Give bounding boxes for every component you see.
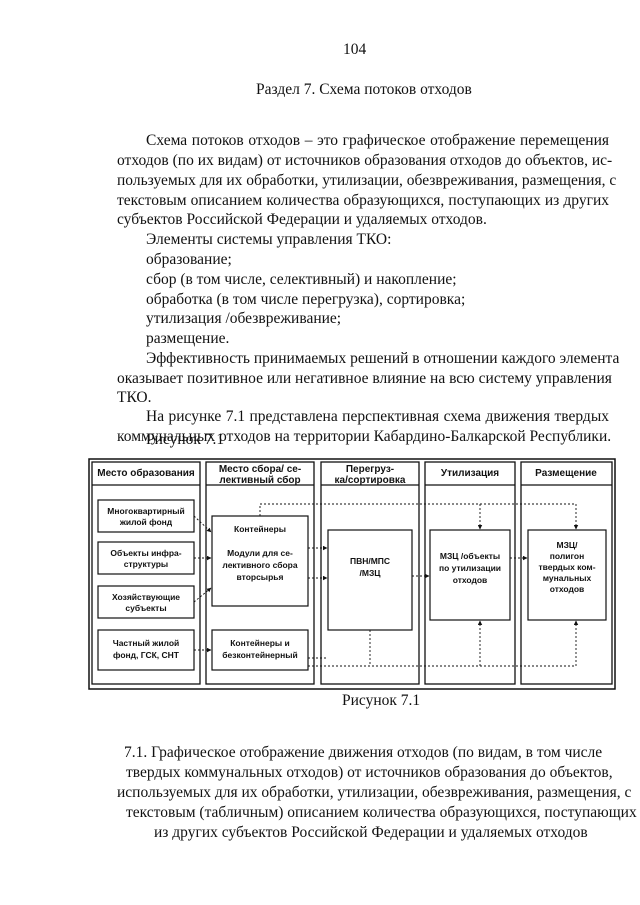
- subsection-line: из других субъектов Российской Федерации…: [154, 824, 588, 841]
- svg-text:по утилизации: по утилизации: [439, 563, 501, 573]
- svg-text:полигон: полигон: [550, 551, 585, 561]
- column-frame: [91, 461, 201, 685]
- svg-text:Модули для се-: Модули для се-: [227, 548, 293, 558]
- column-header: Размещение: [535, 468, 597, 479]
- svg-text:Контейнеры и: Контейнеры и: [230, 638, 290, 648]
- svg-text:отходов: отходов: [453, 575, 488, 585]
- column-frame: [424, 461, 516, 685]
- intro-line: отходов (по их видам) от источников обра…: [117, 152, 613, 169]
- figure-label: Рисунок 7.1: [146, 431, 225, 448]
- intro-line: текстовым описанием количества образующи…: [117, 192, 609, 209]
- diagram-frame: [88, 458, 616, 690]
- subsection-line: используемых для их обработки, утилизаци…: [117, 784, 632, 801]
- svg-text:/МЗЦ: /МЗЦ: [360, 568, 382, 578]
- figure-intro-line: На рисунке 7.1 представлена перспективна…: [146, 408, 609, 425]
- column-frame: [320, 461, 420, 685]
- utilization-box: [429, 529, 511, 621]
- effect-line: Эффективность принимаемых решений в отно…: [146, 350, 620, 367]
- subsection-line: текстовым (табличным) описанием количест…: [126, 804, 637, 821]
- svg-text:структуры: структуры: [124, 559, 168, 569]
- element-item: сбор (в том числе, селективный) и накопл…: [146, 271, 457, 288]
- svg-text:фонд, ГСК, СНТ: фонд, ГСК, СНТ: [113, 650, 180, 660]
- page-number: 104: [343, 41, 367, 58]
- svg-text:ПВН/МПС: ПВН/МПС: [350, 556, 390, 566]
- svg-text:МЗЦ/: МЗЦ/: [557, 540, 579, 550]
- element-item: утилизация /обезвреживание;: [146, 310, 342, 327]
- source-box: [97, 585, 195, 619]
- transfer-box: [327, 529, 413, 631]
- subsection-line: твердых коммунальных отходов) от источни…: [126, 764, 613, 781]
- elements-heading: Элементы системы управления ТКО:: [146, 231, 392, 248]
- figure-caption: Рисунок 7.1: [342, 692, 421, 709]
- element-item: обработка (в том числе перегрузка), сорт…: [146, 291, 466, 308]
- element-item: размещение.: [146, 330, 230, 347]
- element-item: образование;: [146, 251, 232, 268]
- collection-box: [211, 629, 309, 671]
- svg-text:Частный жилой: Частный жилой: [113, 638, 180, 648]
- column-header: Место сбора/ се-: [219, 463, 301, 475]
- svg-text:вторсырья: вторсырья: [237, 572, 284, 582]
- svg-text:отходов: отходов: [550, 584, 585, 594]
- waste-flow-diagram: Место образования Место сбора/ се- лекти…: [88, 458, 616, 690]
- effect-line: оказывает позитивное или негативное влия…: [117, 370, 612, 387]
- svg-text:лективного сбора: лективного сбора: [222, 560, 297, 570]
- column-frame: [520, 461, 613, 685]
- column-header: Место образования: [97, 467, 195, 479]
- source-box: [97, 541, 195, 575]
- flow-lines: [193, 503, 579, 667]
- figure-intro-line: коммунальных отходов на территории Кабар…: [117, 428, 612, 445]
- source-box: [97, 499, 195, 533]
- column-header: Перегруз-: [346, 464, 394, 475]
- subsection-line: 7.1. Графическое отображение движения от…: [124, 744, 603, 761]
- svg-text:субъекты: субъекты: [125, 603, 166, 613]
- column-frame: [205, 461, 315, 685]
- svg-text:жилой фонд: жилой фонд: [119, 517, 173, 527]
- section-title: Раздел 7. Схема потоков отходов: [256, 81, 472, 98]
- column-header: лективный сбор: [219, 474, 300, 486]
- intro-line: субъектов Российской Федерации и удаляем…: [117, 211, 487, 228]
- disposal-box: [527, 529, 607, 621]
- column-header: Утилизация: [441, 468, 499, 479]
- svg-text:Хозяйствующие: Хозяйствующие: [112, 592, 180, 602]
- effect-line: ТКО.: [117, 389, 152, 406]
- svg-text:Объекты инфра-: Объекты инфра-: [110, 548, 181, 558]
- svg-text:твердых ком-: твердых ком-: [538, 562, 595, 572]
- svg-text:мунальных: мунальных: [543, 573, 592, 583]
- intro-line: Схема потоков отходов – это графическое …: [146, 132, 609, 149]
- svg-text:Контейнеры: Контейнеры: [234, 524, 286, 534]
- svg-text:МЗЦ /объекты: МЗЦ /объекты: [440, 551, 500, 561]
- column-header: ка/сортировка: [335, 475, 406, 486]
- intro-line: пользуемых для их обработки, утилизации,…: [117, 172, 617, 189]
- svg-text:Многоквартирный: Многоквартирный: [107, 506, 184, 516]
- svg-text:безконтейнерный: безконтейнерный: [222, 650, 297, 660]
